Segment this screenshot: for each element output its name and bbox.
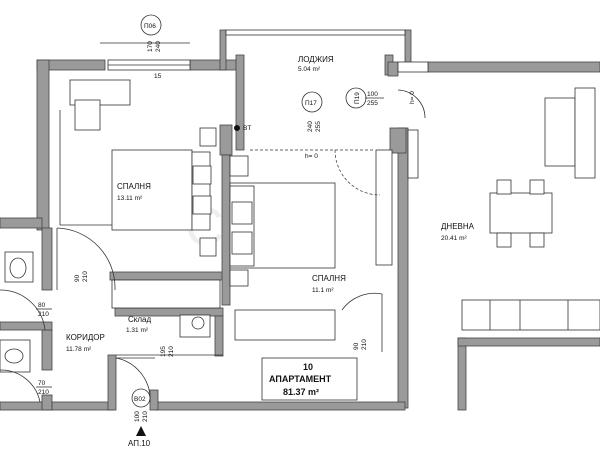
bt-marker-icon — [234, 125, 240, 131]
svg-text:255: 255 — [367, 100, 378, 107]
svg-text:100: 100 — [134, 411, 141, 422]
apartment-area: 81.37 m² — [283, 387, 319, 397]
room-area: 20.41 m² — [441, 235, 467, 242]
svg-text:240: 240 — [155, 41, 162, 52]
room-bedroom2: СПАЛНЯ 11.1 m² — [312, 274, 346, 294]
entrance-marker: АП.10 — [128, 426, 151, 448]
svg-text:80: 80 — [38, 302, 46, 309]
door-dims-3: 70 210 — [36, 380, 52, 396]
room-area: 5.04 m² — [298, 66, 321, 73]
room-name: СПАЛНЯ — [312, 274, 346, 283]
svg-text:170: 170 — [147, 41, 154, 52]
room-storage: Склад 1.31 m² — [126, 315, 151, 334]
windows — [100, 29, 429, 73]
apartment-number: 10 — [303, 362, 313, 372]
h0-label-2: h= 0 — [409, 91, 416, 104]
bedroom2-furniture — [229, 149, 393, 341]
room-loggia: ЛОДЖИЯ 5.04 m² — [298, 55, 334, 73]
svg-text:210: 210 — [168, 346, 175, 357]
entrance-label: АП.10 — [128, 439, 151, 448]
svg-text:255: 255 — [315, 121, 322, 132]
door-dims-1: 90 210 — [74, 271, 89, 282]
svg-text:210: 210 — [142, 411, 149, 422]
svg-text:210: 210 — [82, 271, 89, 282]
apartment-label: АПАРТАМЕНТ — [269, 374, 332, 384]
living-furniture — [407, 87, 600, 331]
room-living: ДНЕВНА 20.41 m² — [441, 222, 475, 242]
room-name: ДНЕВНА — [441, 222, 475, 231]
door-dims-4: 195 210 — [160, 346, 175, 357]
room-name: КОРИДОР — [66, 333, 105, 342]
sill-height-label: 15 — [154, 73, 162, 80]
svg-text:П06: П06 — [144, 23, 156, 30]
room-name: ЛОДЖИЯ — [298, 55, 334, 64]
svg-text:П19: П19 — [354, 92, 361, 104]
door-dims-5: 90 210 — [353, 339, 368, 350]
svg-text:210: 210 — [361, 339, 368, 350]
window-tag-p19: П19 100 255 — [345, 87, 384, 109]
svg-text:70: 70 — [38, 380, 46, 387]
walls — [0, 29, 600, 411]
window-tag-p17: П17 240 255 — [301, 91, 323, 132]
bathroom-fixtures — [0, 251, 211, 373]
door-tag-b02: В02 100 210 — [131, 388, 151, 422]
h0-label-1: h= 0 — [305, 153, 318, 160]
svg-text:210: 210 — [38, 389, 49, 396]
svg-text:100: 100 — [367, 91, 378, 98]
room-bedroom1: СПАЛНЯ 13.11 m² — [117, 182, 151, 202]
room-area: 11.78 m² — [66, 346, 92, 353]
svg-text:П17: П17 — [305, 100, 317, 107]
entrance-arrow-icon — [136, 426, 146, 436]
svg-text:195: 195 — [160, 346, 167, 357]
apartment-summary: 10 АПАРТАМЕНТ 81.37 m² — [261, 357, 358, 401]
svg-text:90: 90 — [353, 342, 360, 350]
room-corridor: КОРИДОР 11.78 m² — [66, 333, 105, 353]
svg-text:90: 90 — [74, 274, 81, 282]
bedroom1-furniture — [59, 79, 221, 309]
room-area: 11.1 m² — [312, 287, 334, 294]
window-tag-p06: П06 170 240 — [140, 14, 162, 52]
room-name: Склад — [128, 315, 151, 324]
svg-text:240: 240 — [307, 121, 314, 132]
svg-text:В02: В02 — [134, 396, 146, 403]
room-area: 13.11 m² — [117, 195, 143, 202]
svg-text:210: 210 — [38, 311, 49, 318]
room-area: 1.31 m² — [126, 327, 149, 334]
room-name: СПАЛНЯ — [117, 182, 151, 191]
bt-label: BT — [243, 125, 251, 132]
door-dims-2: 80 210 — [36, 302, 52, 318]
